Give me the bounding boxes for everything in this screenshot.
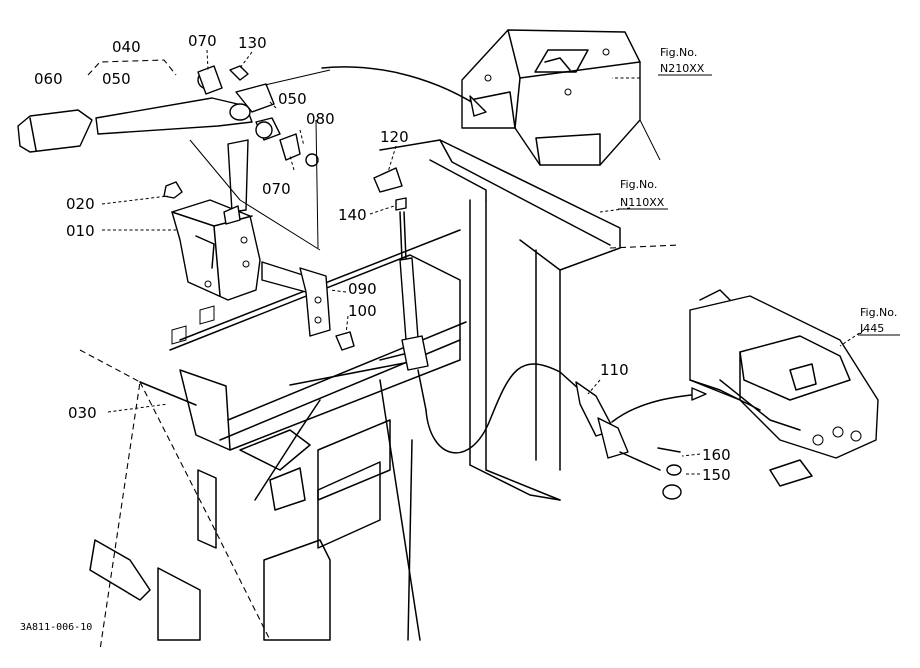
figref-1-label: Fig.No. [660, 46, 697, 59]
callout-090: 090 [348, 280, 377, 298]
figref-3-code: J445 [859, 322, 884, 335]
callout-labels: 040 050 060 070 130 050 080 070 120 140 … [34, 32, 731, 484]
figref-1-code: N210XX [660, 62, 705, 75]
figref-3-label: Fig.No. [860, 306, 897, 319]
figref-2-label: Fig.No. [620, 178, 657, 191]
callout-110: 110 [600, 361, 629, 379]
console-cover [461, 29, 661, 166]
brake-cable [321, 66, 707, 500]
frame-structure [379, 139, 681, 501]
figref-2-code: N110XX [620, 196, 665, 209]
lever-bracket [163, 119, 355, 351]
callout-050-lever: 050 [102, 70, 131, 88]
callout-080: 080 [306, 110, 335, 128]
callout-060: 060 [34, 70, 63, 88]
callout-150: 150 [702, 466, 731, 484]
callout-070-lower: 070 [262, 180, 291, 198]
callout-140: 140 [338, 206, 367, 224]
callout-100: 100 [348, 302, 377, 320]
callout-010: 010 [66, 222, 95, 240]
figure-references: Fig.No. N210XX Fig.No. N110XX Fig.No. J4… [618, 46, 900, 336]
control-valve [689, 289, 879, 487]
leader-lines [101, 49, 865, 475]
callout-120: 120 [380, 128, 409, 146]
floor-panel [79, 229, 467, 651]
parking-brake-lever [17, 59, 331, 167]
callout-160: 160 [702, 446, 731, 464]
callout-070-upper: 070 [188, 32, 217, 50]
callout-050-bush: 050 [278, 90, 307, 108]
drawing-number: 3A811-006-10 [20, 622, 92, 633]
callout-040: 040 [112, 38, 141, 56]
callout-020: 020 [66, 195, 95, 213]
callout-030: 030 [68, 404, 97, 422]
callout-130: 130 [238, 34, 267, 52]
